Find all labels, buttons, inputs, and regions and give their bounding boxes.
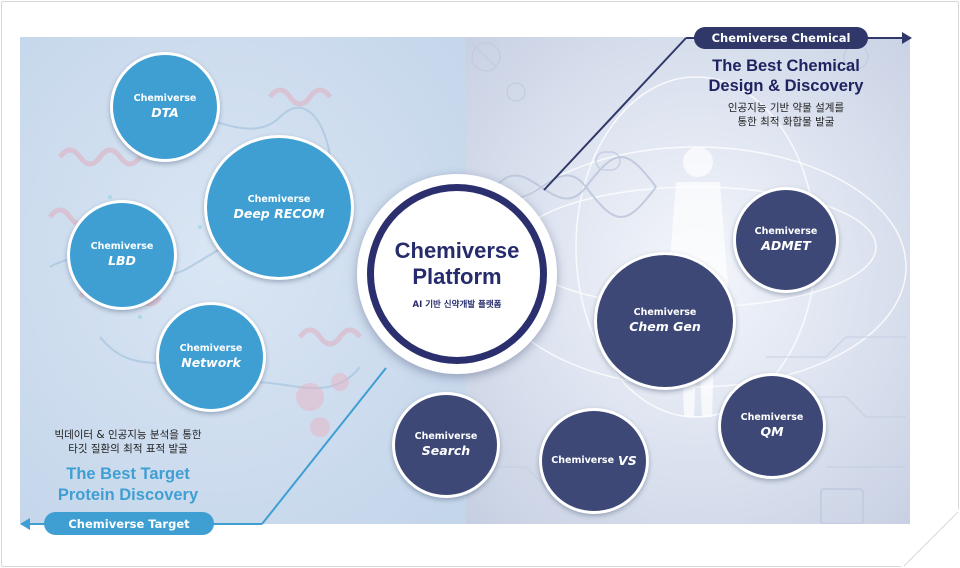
chemiverse-chemical-pill[interactable]: Chemiverse Chemical: [694, 27, 868, 49]
module-vs-brand: Chemiverse: [551, 455, 615, 466]
module-lbd[interactable]: Chemiverse LBD: [67, 200, 177, 310]
module-chem-gen[interactable]: Chemiverse Chem Gen: [594, 252, 736, 390]
module-dta[interactable]: Chemiverse DTA: [110, 52, 220, 162]
module-deep-recom-brand: Chemiverse: [247, 193, 311, 205]
target-heading: The Best Target Protein Discovery: [28, 464, 228, 506]
target-heading-line1: The Best Target: [66, 465, 190, 483]
module-qm-brand: Chemiverse: [740, 412, 804, 423]
page-curl-corner: [900, 508, 960, 568]
chemical-desc-line2: 통한 최적 화합물 발굴: [737, 116, 835, 128]
module-search-brand: Chemiverse: [414, 431, 478, 442]
module-network[interactable]: Chemiverse Network: [156, 302, 266, 412]
platform-title-line1: Chemiverse: [394, 238, 520, 263]
module-admet-name: ADMET: [761, 238, 811, 253]
module-deep-recom-name: Deep RECOM: [233, 205, 325, 221]
chemical-desc-line1: 인공지능 기반 약물 설계를: [727, 102, 845, 114]
module-lbd-brand: Chemiverse: [90, 241, 154, 252]
chemical-heading-line1: The Best Chemical: [712, 57, 860, 75]
module-admet-brand: Chemiverse: [754, 226, 818, 237]
module-vs-name: VS: [618, 453, 637, 468]
module-search-name: Search: [421, 443, 471, 458]
target-description: 빅데이터 & 인공지능 분석을 통한 타깃 질환의 최적 표적 발굴: [28, 428, 228, 456]
module-vs[interactable]: Chemiverse VS: [539, 408, 649, 514]
module-dta-brand: Chemiverse: [133, 93, 197, 104]
module-network-brand: Chemiverse: [179, 343, 243, 354]
module-chem-gen-brand: Chemiverse: [633, 307, 697, 318]
module-lbd-name: LBD: [108, 253, 136, 268]
module-admet[interactable]: Chemiverse ADMET: [733, 187, 839, 293]
module-qm-name: QM: [760, 424, 784, 439]
clipboard-icon: [820, 488, 864, 524]
chemical-description: 인공지능 기반 약물 설계를 통한 최적 화합물 발굴: [686, 101, 886, 129]
target-heading-line2: Protein Discovery: [57, 486, 199, 504]
module-search[interactable]: Chemiverse Search: [392, 392, 500, 498]
module-network-name: Network: [181, 355, 241, 370]
module-qm[interactable]: Chemiverse QM: [718, 373, 826, 479]
target-desc-line1: 빅데이터 & 인공지능 분석을 통한: [54, 429, 202, 441]
platform-title-line2: Platform: [412, 264, 502, 289]
target-desc-line2: 타깃 질환의 최적 표적 발굴: [68, 443, 188, 455]
chemiverse-target-pill[interactable]: Chemiverse Target: [44, 512, 214, 535]
module-chem-gen-name: Chem Gen: [629, 319, 701, 334]
chemical-heading-line2: Design & Discovery: [708, 77, 864, 95]
platform-subtitle: AI 기반 신약개발 플랫폼: [412, 300, 502, 310]
module-dta-name: DTA: [151, 105, 179, 120]
platform-core[interactable]: Chemiverse Platform AI 기반 신약개발 플랫폼: [367, 184, 547, 364]
module-deep-recom[interactable]: Chemiverse Deep RECOM: [204, 135, 354, 280]
chemical-heading: The Best Chemical Design & Discovery: [686, 56, 886, 96]
